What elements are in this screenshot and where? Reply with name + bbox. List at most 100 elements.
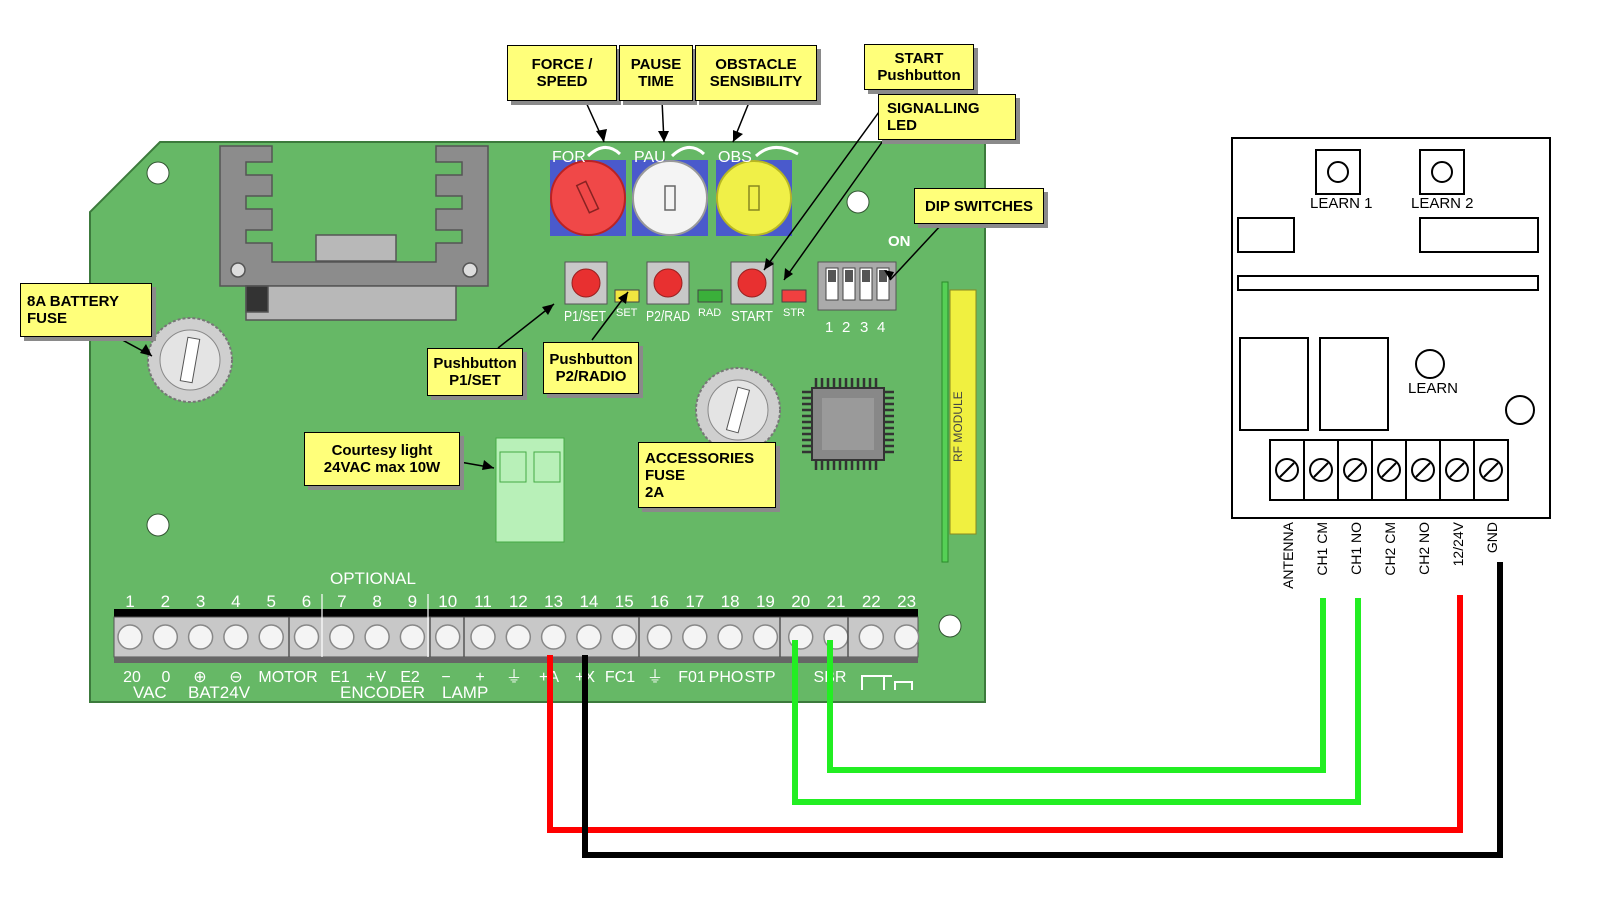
button-label-start: START [731, 308, 773, 325]
terminal-screw[interactable] [505, 624, 532, 650]
terminal-screw[interactable] [576, 624, 602, 650]
terminal-strip-top [114, 609, 918, 617]
terminal-screw[interactable] [434, 624, 461, 650]
terminal-label: ⊕ [193, 669, 206, 686]
wire-green-ch1no-stp [792, 598, 1361, 805]
terminal-label: ⊖ [229, 669, 242, 686]
rf-module [949, 289, 977, 535]
terminal-number: 17 [685, 592, 704, 611]
trimmer-label-for: FOR [552, 149, 586, 166]
rf-module-label: RF MODULE [951, 391, 965, 462]
receiver-component [1419, 217, 1539, 253]
learn-led [1415, 349, 1445, 379]
terminal-screw[interactable] [329, 624, 355, 650]
learn1-label: LEARN 1 [1310, 195, 1373, 212]
receiver-terminal-block [1269, 439, 1509, 501]
terminal-screw[interactable] [258, 624, 284, 650]
pushbutton-p1-set[interactable] [564, 261, 608, 305]
terminal-label: ⏚ [506, 668, 522, 686]
learn1-button[interactable] [1315, 149, 1361, 195]
dip-switch-block[interactable] [817, 261, 897, 311]
callout-battery-fuse: 8A BATTERY FUSE [20, 283, 152, 337]
learn2-button[interactable] [1419, 149, 1465, 195]
terminal-screw[interactable] [152, 624, 179, 650]
terminal-screw[interactable] [682, 624, 708, 650]
callout-courtesy-light: Courtesy light 24VAC max 10W [304, 432, 460, 486]
receiver-terminal-label: ANTENNA [1280, 521, 1296, 589]
terminal-label: STP [744, 669, 775, 686]
receiver-component [1237, 275, 1539, 291]
callout-pause-time: PAUSE TIME [619, 45, 693, 101]
dip-number: 1 [825, 319, 833, 336]
terminal-number: 18 [721, 592, 740, 611]
led-rad [697, 289, 723, 303]
terminal-number: 1 [125, 592, 134, 611]
terminal-screw[interactable] [399, 624, 426, 650]
terminal-screw[interactable] [611, 624, 637, 650]
pushbutton-start[interactable] [730, 261, 774, 305]
receiver-terminal-label: 12/24V [1450, 521, 1466, 566]
terminal-number: 21 [827, 592, 846, 611]
led-label-rad: RAD [698, 307, 721, 319]
terminal-screw[interactable] [364, 624, 390, 650]
terminal-group-label-encoder: ENCODER [340, 683, 425, 702]
trimmer-obstacle[interactable] [716, 160, 792, 236]
receiver-terminal-label: CH2 NO [1416, 522, 1432, 575]
terminal-screw[interactable] [540, 624, 567, 650]
terminal-number: 8 [372, 592, 381, 611]
terminal-label: MOTOR [258, 669, 317, 686]
terminal-number: 3 [196, 592, 205, 611]
accessories-fuse [695, 367, 781, 453]
heatsink [219, 145, 489, 321]
battery-fuse [147, 317, 233, 403]
dip-number: 3 [860, 319, 868, 336]
terminal-screw[interactable] [717, 624, 743, 650]
led-label-set: SET [616, 307, 638, 319]
trimmer-label-pau: PAU [634, 149, 666, 166]
trimmer-force[interactable] [550, 160, 626, 236]
receiver-relay [1239, 337, 1309, 431]
terminal-label: E1 [330, 669, 350, 686]
terminal-number: 13 [544, 592, 563, 611]
terminal-number: 12 [509, 592, 528, 611]
callout-force-speed: FORCE / SPEED [507, 45, 617, 101]
terminal-number: 16 [650, 592, 669, 611]
terminal-screw[interactable] [470, 624, 496, 650]
receiver-component [1237, 217, 1295, 253]
rf-module-strip [941, 281, 949, 563]
terminal-number: 10 [438, 592, 457, 611]
trimmer-pause[interactable] [632, 160, 708, 236]
learn-label: LEARN [1408, 380, 1458, 397]
callout-pushbutton-p2: Pushbutton P2/RADIO [543, 342, 639, 394]
terminal-number: 23 [897, 592, 916, 611]
terminal-number: 2 [161, 592, 170, 611]
terminal-screw[interactable] [646, 624, 673, 650]
terminal-screw[interactable] [893, 624, 920, 650]
receiver-terminal-label: GND [1484, 522, 1500, 553]
terminal-screw[interactable] [187, 624, 214, 650]
terminal-group-label-lamp: LAMP [442, 683, 488, 702]
callout-pushbutton-p1: Pushbutton P1/SET [427, 348, 523, 396]
terminal-number: 15 [615, 592, 634, 611]
terminal-label: F01 [678, 669, 706, 686]
terminal-number: 11 [474, 592, 492, 611]
terminal-screw[interactable] [752, 624, 779, 650]
dip-on-label: ON [888, 233, 911, 250]
terminal-group-label-vac: VAC [133, 683, 167, 702]
pushbutton-p2-rad[interactable] [646, 261, 690, 305]
terminal-label: FC1 [605, 669, 635, 686]
antenna-terminal-symbol [861, 675, 913, 690]
callout-signalling-led: SIGNALLING LED [878, 94, 1016, 140]
terminal-screw[interactable] [223, 624, 249, 650]
dip-number: 2 [842, 319, 850, 336]
terminal-screw[interactable] [117, 624, 143, 650]
optional-label: OPTIONAL [330, 569, 416, 588]
receiver-terminal-label: CH1 CM [1314, 522, 1330, 576]
terminal-screw[interactable] [858, 624, 885, 650]
terminal-screw[interactable] [293, 624, 320, 650]
terminal-label: 0 [162, 669, 171, 686]
leader-arrowheads [140, 129, 894, 470]
mount-hole [846, 190, 870, 214]
